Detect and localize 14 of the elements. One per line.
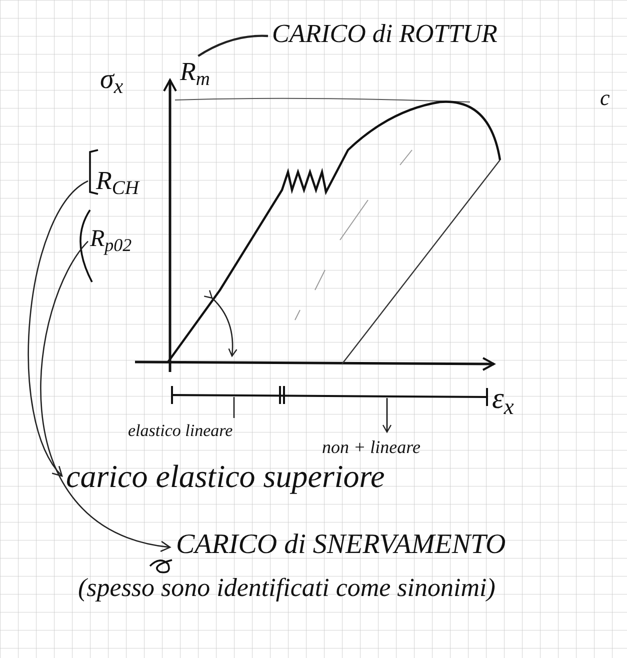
term-label: CARICO di SNERVAMENTO [176, 531, 507, 559]
axis-label: c [600, 84, 611, 112]
term-label: R$_{CH}$ [96, 168, 141, 194]
note-text: non + lineare [322, 436, 422, 458]
term-label: CARICO di ROTTUR [272, 21, 498, 47]
curved-arrow [40, 240, 171, 551]
leader-line [198, 34, 268, 57]
note-text: (spesso sono identificati come sinonimi) [78, 572, 496, 604]
term-label: R$_{m}$ [180, 59, 211, 85]
axis-label: ε$_{x}$ [492, 381, 515, 418]
axis-label: σ$_{x}$ [100, 63, 124, 97]
note-text: elastico lineare [128, 420, 234, 442]
curved-arrow [28, 180, 88, 477]
term-label: carico elastico superiore [66, 460, 386, 492]
